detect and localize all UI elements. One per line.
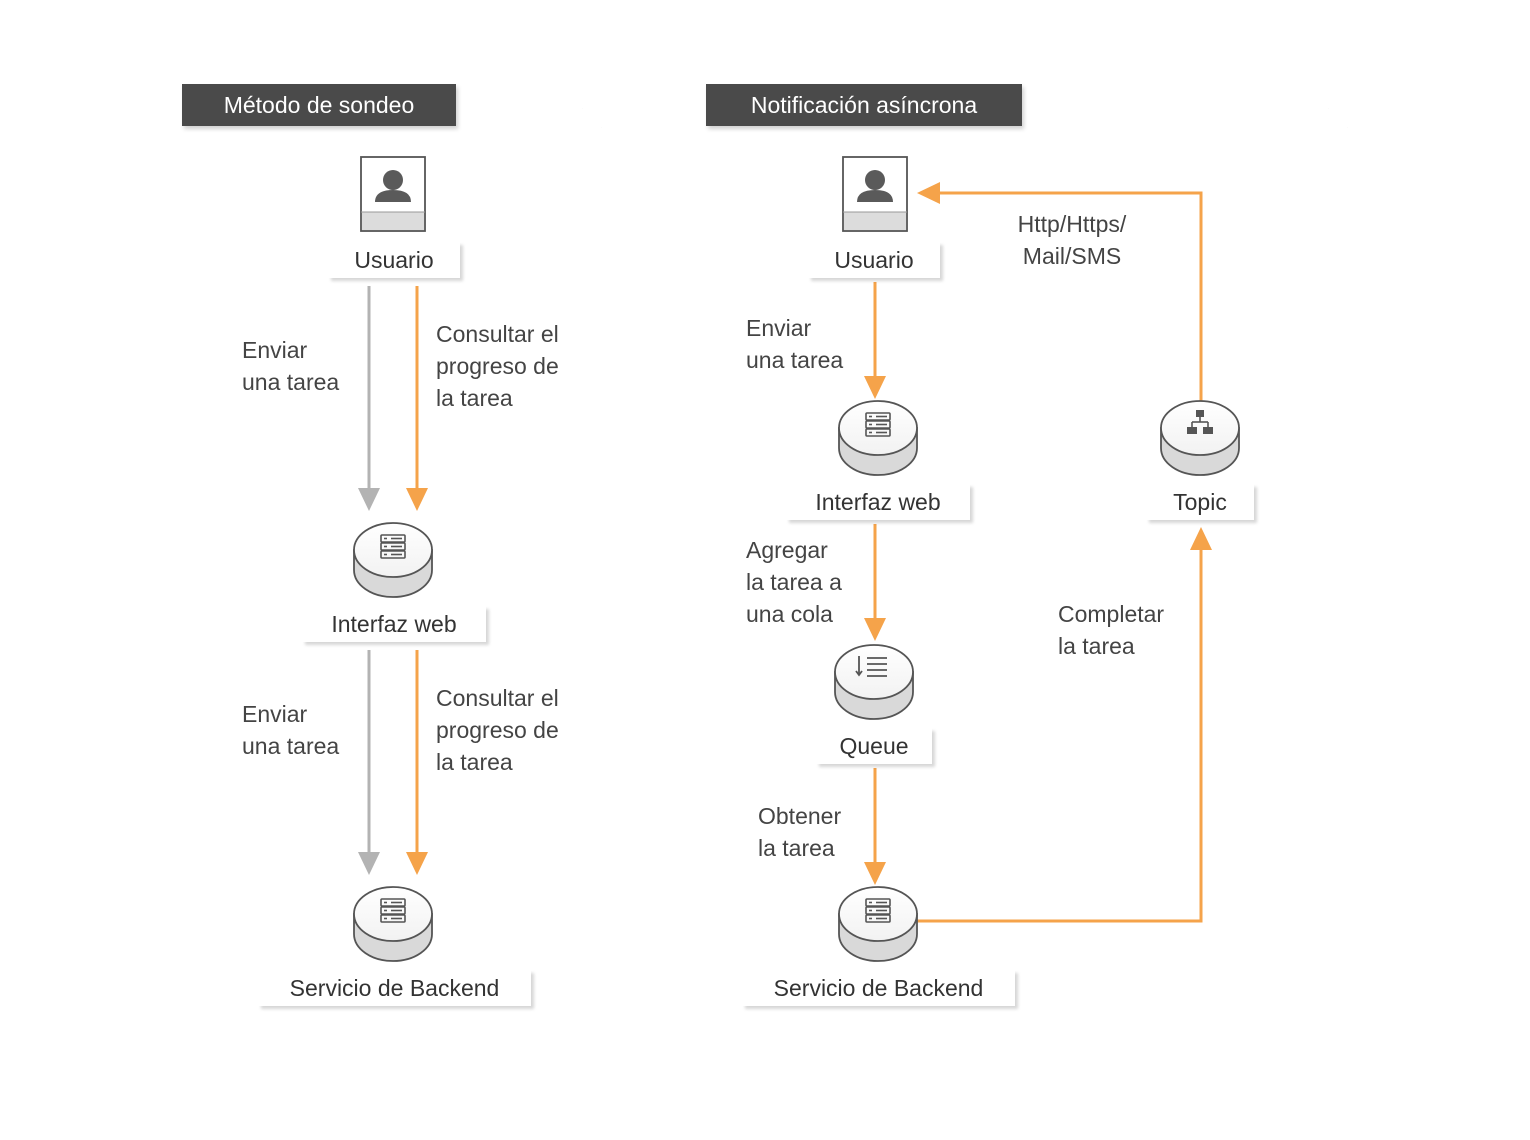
annotation-notify-channels: Http/Https/ Mail/SMS [1017, 211, 1127, 269]
arrow-query-progress-2 [406, 650, 428, 875]
annotation-query-progress-2: Consultar el progreso de la tarea [436, 685, 559, 775]
annotation-enqueue-task: Agregar la tarea a una cola [746, 537, 842, 627]
node-label-topic: Topic [1146, 484, 1254, 520]
server-icon [838, 400, 918, 476]
async-panel-title: Notificación asíncrona [706, 84, 1022, 126]
queue-list-icon [834, 644, 914, 720]
arrow-notify-user [917, 182, 1203, 402]
node-label-user: Usuario [328, 242, 460, 278]
arrow-enqueue-task [864, 524, 886, 641]
server-icon [353, 522, 433, 598]
node-label-web-interface: Interfaz web [302, 606, 486, 642]
arrow-fetch-task [864, 768, 886, 885]
annotation-fetch-task: Obtener la tarea [758, 803, 842, 861]
hierarchy-icon [1160, 400, 1240, 476]
server-icon [353, 886, 433, 962]
node-label-backend-service: Servicio de Backend [258, 970, 531, 1006]
annotation-query-progress-1: Consultar el progreso de la tarea [436, 321, 559, 411]
annotation-complete-task: Completar la tarea [1058, 601, 1165, 659]
user-icon [842, 156, 908, 232]
user-icon [360, 156, 426, 232]
server-icon [838, 886, 918, 962]
arrow-send-task [864, 282, 886, 399]
arrow-complete-task [916, 527, 1212, 923]
node-label-backend-service: Servicio de Backend [742, 970, 1015, 1006]
arrow-send-task-1 [358, 286, 380, 511]
arrow-send-task-2 [358, 650, 380, 875]
annotation-send-task-2: Enviar una tarea [242, 701, 340, 759]
node-label-user: Usuario [808, 242, 940, 278]
annotation-send-task-1: Enviar una tarea [242, 337, 340, 395]
annotation-send-task: Enviar una tarea [746, 315, 844, 373]
node-label-queue: Queue [816, 728, 932, 764]
arrow-query-progress-1 [406, 286, 428, 511]
node-label-web-interface: Interfaz web [786, 484, 970, 520]
polling-panel-title: Método de sondeo [182, 84, 456, 126]
